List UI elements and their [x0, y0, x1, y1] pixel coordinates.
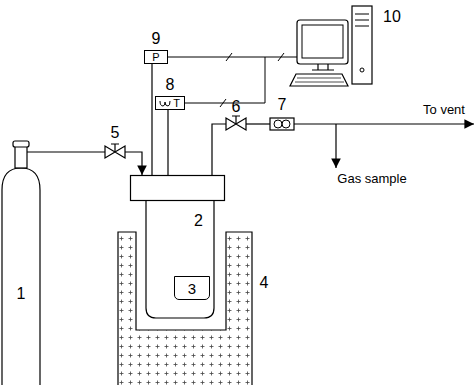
callout-number: 3: [188, 281, 196, 296]
callout-number: 9: [152, 30, 161, 48]
gas-inlet-line: [125, 152, 142, 175]
pressure-sensor-box: P: [144, 50, 168, 64]
callout-number: 7: [278, 96, 287, 114]
valve-symbol: [226, 116, 246, 130]
signal-wire: [168, 57, 297, 58]
sensor-line: [151, 64, 152, 175]
vent-line: [294, 123, 474, 124]
computer-icon: [290, 6, 372, 86]
wire-tick: [220, 53, 284, 107]
callout-number: 1: [17, 285, 26, 302]
gas-outlet-line: [246, 123, 270, 124]
callout-number: 4: [260, 274, 269, 291]
crucible: 3: [174, 276, 210, 300]
callout-number: 5: [111, 124, 120, 142]
outlet-label: Gas sample: [337, 171, 406, 186]
temperature-sensor-box: T: [155, 96, 185, 110]
callout-number: 10: [383, 8, 401, 26]
outlet-label: To vent: [423, 102, 465, 117]
callout-number: 2: [194, 213, 203, 229]
sensor-line: [167, 110, 168, 175]
gas-outlet-line: [212, 124, 226, 175]
flowmeter-symbol: [270, 118, 294, 130]
callout-number: 6: [232, 98, 241, 116]
gas-inlet-line: [27, 151, 105, 152]
sensor-letter: T: [173, 98, 180, 109]
thermocouple-symbol: [159, 98, 171, 108]
callout-number: 9: [152, 30, 161, 47]
reactor-lid: [131, 176, 225, 201]
reactor-body: [146, 200, 214, 318]
callout-number: 1: [17, 285, 26, 303]
callout-number: 10: [383, 8, 401, 25]
sensor-letter: P: [152, 52, 159, 63]
sample-line: [335, 124, 336, 168]
valve-symbol: [105, 144, 125, 158]
callout-number: 5: [111, 124, 120, 141]
callout-number: 7: [278, 96, 287, 113]
callout-number: 6: [232, 98, 241, 115]
gas-cylinder: [2, 141, 40, 385]
callout-number: 8: [166, 76, 175, 93]
callout-number: 8: [166, 76, 175, 94]
outlet-label: To vent: [423, 103, 465, 117]
callout-number: 4: [260, 274, 269, 292]
outlet-label: Gas sample: [337, 172, 406, 186]
reactor-vessel: 32: [130, 175, 225, 318]
signal-wire: [185, 57, 265, 103]
